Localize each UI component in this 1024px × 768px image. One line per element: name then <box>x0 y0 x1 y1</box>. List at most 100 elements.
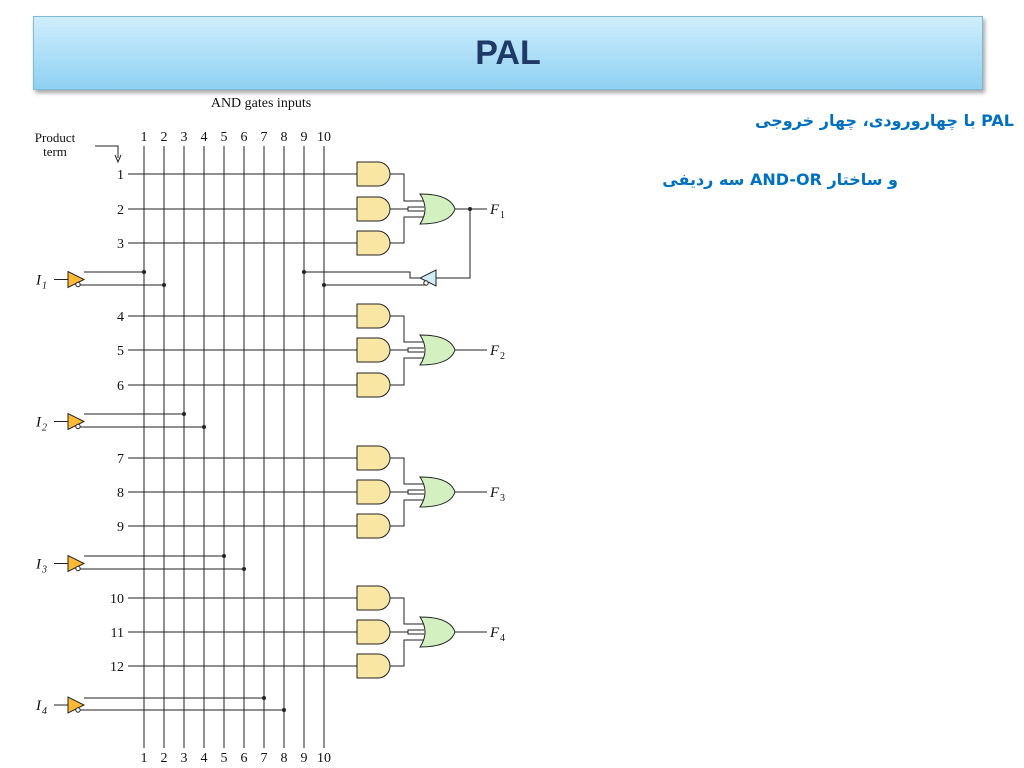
or-gate <box>419 334 456 366</box>
column-number-top: 6 <box>241 130 248 145</box>
column-number-top: 4 <box>201 130 208 145</box>
column-number-bottom: 3 <box>181 751 188 766</box>
column-number-bottom: 2 <box>161 751 168 766</box>
and-to-or-wire <box>407 350 424 353</box>
input-inverter-bubble <box>75 281 81 288</box>
column-number-bottom: 4 <box>201 751 208 766</box>
and-to-or-wire <box>407 632 424 635</box>
output-label-subscript: 2 <box>500 351 505 362</box>
and-gate <box>356 196 391 222</box>
product-term-number: 3 <box>117 237 124 252</box>
column-number-top: 9 <box>301 130 308 145</box>
input-label-subscript: 3 <box>41 565 47 576</box>
or-gate <box>419 193 456 225</box>
output-label: F <box>489 202 500 218</box>
column-number-top: 10 <box>317 130 331 145</box>
input-label: I <box>35 415 42 431</box>
connection-dot <box>322 283 326 287</box>
or-gate <box>419 616 456 648</box>
pal-logic-diagram: AND gates inputs Product term 1122334455… <box>35 96 505 766</box>
output-label: F <box>489 625 500 641</box>
connection-dot <box>282 708 286 712</box>
product-term-number: 6 <box>117 379 124 394</box>
and-to-or-wire <box>407 209 424 212</box>
column-number-top: 5 <box>221 130 228 145</box>
and-gate <box>356 337 391 363</box>
product-term-number: 2 <box>117 203 124 218</box>
connection-dot <box>182 412 186 416</box>
and-gate <box>356 161 391 187</box>
product-term-label: Product <box>35 130 76 145</box>
connection-dot <box>202 425 206 429</box>
column-number-top: 7 <box>261 130 268 145</box>
connection-dot <box>242 567 246 571</box>
and-to-or-wire <box>390 629 424 633</box>
and-to-or-wire <box>390 173 424 202</box>
product-term-number: 12 <box>110 660 124 675</box>
column-number-bottom: 10 <box>317 751 331 766</box>
column-number-top: 1 <box>141 130 148 145</box>
and-gate <box>356 653 391 679</box>
input-label: I <box>35 273 42 289</box>
output-label: F <box>489 343 500 359</box>
output-label-subscript: 4 <box>500 633 505 644</box>
input-inverter-bubble <box>75 423 81 430</box>
and-gate <box>356 513 391 539</box>
description-line-2: و ساختار AND-OR سه ردیفی <box>662 170 898 189</box>
column-number-bottom: 6 <box>241 751 248 766</box>
connection-dot <box>142 270 146 274</box>
and-to-or-wire <box>390 489 424 493</box>
and-to-or-wire <box>390 347 424 351</box>
column-number-bottom: 7 <box>261 751 268 766</box>
output-label-subscript: 1 <box>500 210 505 221</box>
connection-dot <box>262 696 266 700</box>
product-term-number: 5 <box>117 344 124 359</box>
column-number-bottom: 5 <box>221 751 228 766</box>
product-term-number: 10 <box>110 592 124 607</box>
or-gate <box>419 476 456 508</box>
product-term-number: 4 <box>117 310 124 325</box>
and-to-or-wire <box>390 357 424 386</box>
output-label-subscript: 3 <box>500 493 505 504</box>
product-term-number: 1 <box>117 168 124 183</box>
input-label: I <box>35 698 42 714</box>
and-to-or-wire <box>390 206 424 210</box>
and-to-or-wire <box>390 597 424 625</box>
and-gate <box>356 619 391 645</box>
input-label-subscript: 4 <box>42 706 47 717</box>
product-term-label-line2: term <box>43 144 67 159</box>
and-to-or-wire <box>390 315 424 343</box>
feedback-wire <box>436 209 471 279</box>
output-label: F <box>489 485 500 501</box>
and-gate <box>356 445 391 471</box>
column-number-top: 8 <box>281 130 288 145</box>
connection-dot <box>302 270 306 274</box>
and-to-or-wire <box>390 216 424 244</box>
and-gate <box>356 303 391 329</box>
connection-dot <box>222 554 226 558</box>
and-to-or-wire <box>390 457 424 485</box>
and-to-or-wire <box>390 639 424 667</box>
column-number-bottom: 9 <box>301 751 308 766</box>
and-to-or-wire <box>390 499 424 527</box>
feedback-true-line <box>304 271 420 279</box>
column-number-top: 2 <box>161 130 168 145</box>
input-label-subscript: 1 <box>42 281 47 292</box>
product-term-arrowhead <box>114 154 122 164</box>
and-gates-inputs-header: AND gates inputs <box>211 96 311 111</box>
column-number-bottom: 1 <box>141 751 148 766</box>
input-inverter-bubble <box>75 565 81 572</box>
column-number-bottom: 8 <box>281 751 288 766</box>
product-term-number: 11 <box>111 626 124 641</box>
input-inverter-bubble <box>75 707 81 713</box>
and-gate <box>356 479 391 505</box>
input-label: I <box>35 557 42 573</box>
title-bar: PAL <box>33 16 983 90</box>
slide-title: PAL <box>475 33 541 72</box>
product-term-number: 9 <box>117 520 124 535</box>
and-gate <box>356 585 391 611</box>
input-label-subscript: 2 <box>42 423 47 434</box>
product-term-number: 7 <box>117 452 124 467</box>
product-term-number: 8 <box>117 486 124 501</box>
column-number-top: 3 <box>181 130 188 145</box>
